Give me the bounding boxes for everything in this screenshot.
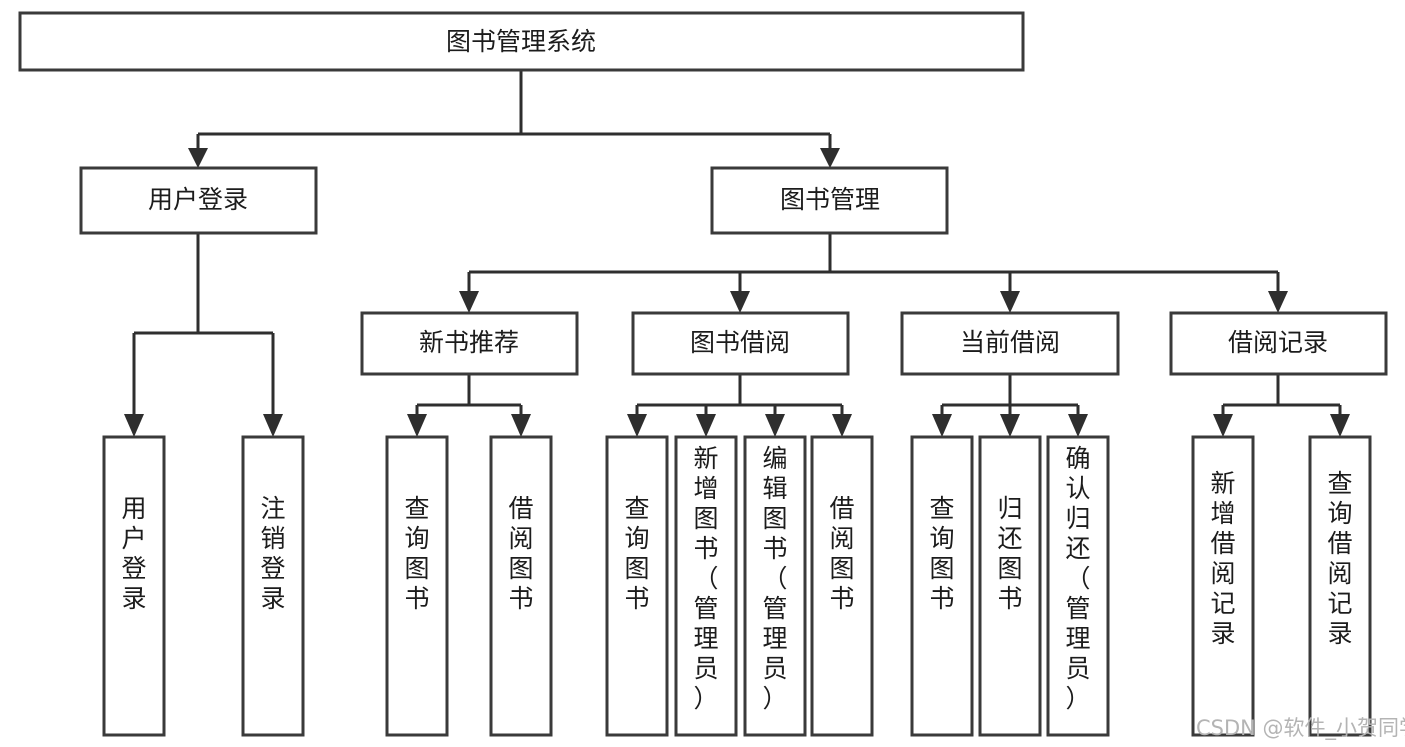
node-leaf-query-book-3[interactable]: 查询图书 — [910, 435, 974, 737]
node-current-borrow[interactable]: 当前借阅 — [900, 311, 1120, 376]
node-leaf-borrow-book-2[interactable]: 借阅图书 — [810, 435, 874, 737]
node-user-login[interactable]: 用户登录 — [79, 166, 318, 235]
node-book-management-label: 图书管理 — [780, 185, 880, 214]
node-book-management-box[interactable] — [710, 166, 949, 235]
arrow-to-leaf-borrow-book-2 — [832, 414, 852, 437]
node-leaf-edit-book-label: 编辑图书（管理员） — [762, 444, 787, 713]
arrow-to-leaf-query-book-2 — [627, 414, 647, 437]
node-leaf-borrow-book-1-label: 借阅图书 — [508, 494, 533, 613]
node-leaf-return-book-label: 归还图书 — [997, 494, 1022, 613]
node-borrow-record-label: 借阅记录 — [1228, 328, 1328, 357]
node-book-borrow-label: 图书借阅 — [690, 328, 790, 357]
node-current-borrow-label: 当前借阅 — [960, 328, 1060, 357]
node-leaf-return-book[interactable]: 归还图书 — [978, 435, 1042, 737]
arrow-to-leaf-return-book — [1000, 414, 1020, 437]
arrow-to-current-borrow — [1000, 291, 1020, 313]
node-user-login-label: 用户登录 — [148, 185, 248, 214]
arrow-to-leaf-confirm-return — [1068, 414, 1088, 437]
node-leaf-add-book-label: 新增图书（管理员） — [693, 444, 718, 713]
node-new-book-recommend-box[interactable] — [360, 311, 579, 376]
node-leaf-add-book[interactable]: 新增图书（管理员） — [674, 435, 738, 737]
node-leaf-confirm-return-box[interactable] — [1046, 435, 1110, 737]
node-leaf-add-record[interactable]: 新增借阅记录 — [1191, 435, 1255, 737]
node-leaf-confirm-return-label: 确认归还（管理员） — [1065, 444, 1090, 713]
arrow-to-book-management — [820, 148, 840, 168]
node-leaf-user-login[interactable]: 用户登录 — [102, 435, 166, 737]
node-leaf-borrow-book-1-box[interactable] — [489, 435, 553, 737]
node-root[interactable]: 图书管理系统 — [18, 11, 1025, 72]
node-new-book-recommend[interactable]: 新书推荐 — [360, 311, 579, 376]
arrow-to-leaf-query-book-1 — [407, 414, 427, 437]
connector-layer — [124, 70, 1350, 437]
node-leaf-query-record-box[interactable] — [1308, 435, 1372, 737]
node-borrow-record-box[interactable] — [1169, 311, 1388, 376]
arrow-to-leaf-borrow-book-1 — [511, 414, 531, 437]
csdn-watermark: CSDN @软件_小贺同学 — [1196, 716, 1405, 741]
arrow-to-leaf-logout-login — [263, 414, 283, 437]
node-book-borrow[interactable]: 图书借阅 — [631, 311, 850, 376]
arrow-to-leaf-query-record — [1330, 414, 1350, 437]
node-leaf-query-book-3-box[interactable] — [910, 435, 974, 737]
node-leaf-borrow-book-2-box[interactable] — [810, 435, 874, 737]
arrow-to-leaf-edit-book — [765, 414, 785, 437]
node-current-borrow-box[interactable] — [900, 311, 1120, 376]
node-leaf-user-login-label: 用户登录 — [121, 494, 146, 613]
node-leaf-borrow-book-1[interactable]: 借阅图书 — [489, 435, 553, 737]
node-leaf-query-book-3-label: 查询图书 — [929, 494, 954, 613]
node-leaf-logout-login-box[interactable] — [241, 435, 305, 737]
node-leaf-query-book-2-box[interactable] — [605, 435, 669, 737]
node-leaf-add-record-label: 新增借阅记录 — [1210, 469, 1235, 648]
node-leaf-logout-login-label: 注销登录 — [260, 494, 285, 613]
node-leaf-user-login-box[interactable] — [102, 435, 166, 737]
arrow-to-leaf-query-book-3 — [932, 414, 952, 437]
arrow-to-leaf-add-book — [696, 414, 716, 437]
node-leaf-logout-login[interactable]: 注销登录 — [241, 435, 305, 737]
arrow-to-new-book-recommend — [459, 291, 479, 313]
node-leaf-query-book-2-label: 查询图书 — [624, 494, 649, 613]
node-leaf-edit-book-box[interactable] — [743, 435, 807, 737]
node-leaf-query-record-label: 查询借阅记录 — [1327, 469, 1352, 648]
node-leaf-confirm-return[interactable]: 确认归还（管理员） — [1046, 435, 1110, 737]
arrow-to-user-login — [188, 148, 208, 168]
arrow-to-borrow-record — [1268, 291, 1288, 313]
node-root-box[interactable] — [18, 11, 1025, 72]
node-book-management[interactable]: 图书管理 — [710, 166, 949, 235]
node-leaf-edit-book[interactable]: 编辑图书（管理员） — [743, 435, 807, 737]
node-user-login-box[interactable] — [79, 166, 318, 235]
node-leaf-query-book-1-box[interactable] — [385, 435, 449, 737]
node-new-book-recommend-label: 新书推荐 — [419, 328, 519, 357]
node-leaf-query-book-1-label: 查询图书 — [404, 494, 429, 613]
arrow-to-book-borrow — [730, 291, 750, 313]
node-leaf-add-record-box[interactable] — [1191, 435, 1255, 737]
arrow-to-leaf-add-record — [1213, 414, 1233, 437]
node-leaf-query-record[interactable]: 查询借阅记录 — [1308, 435, 1372, 737]
node-leaf-query-book-1[interactable]: 查询图书 — [385, 435, 449, 737]
arrow-to-leaf-user-login — [124, 414, 144, 437]
node-leaf-borrow-book-2-label: 借阅图书 — [829, 494, 854, 613]
node-leaf-query-book-2[interactable]: 查询图书 — [605, 435, 669, 737]
node-leaf-return-book-box[interactable] — [978, 435, 1042, 737]
node-leaf-add-book-box[interactable] — [674, 435, 738, 737]
node-root-label: 图书管理系统 — [446, 27, 596, 56]
node-borrow-record[interactable]: 借阅记录 — [1169, 311, 1388, 376]
node-book-borrow-box[interactable] — [631, 311, 850, 376]
